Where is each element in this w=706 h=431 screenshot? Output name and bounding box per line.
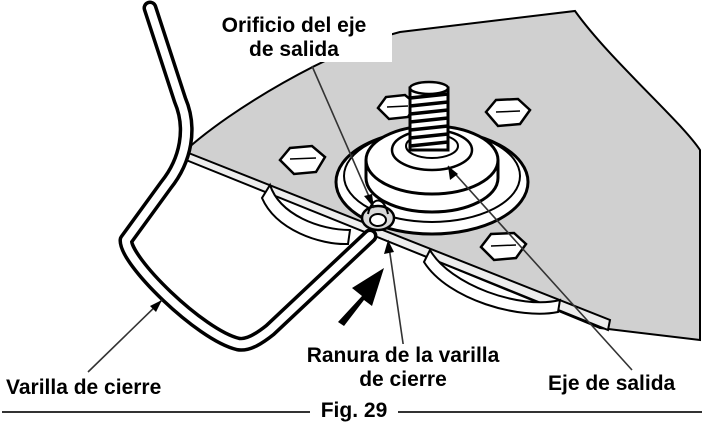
label-orificio-line2: de salida — [249, 38, 339, 61]
label-varilla-cierre: Varilla de cierre — [6, 376, 162, 399]
plate-underside — [260, 182, 352, 246]
leader-orificio — [311, 65, 375, 209]
label-ranura-line2: de cierre — [359, 368, 447, 391]
label-orificio-eje-salida: Orificio del eje de salida — [196, 14, 392, 62]
figure-caption: Fig. 29 — [0, 398, 706, 426]
direction-arrow — [338, 268, 384, 326]
leader-varilla-arrowhead — [150, 300, 162, 312]
label-eje-salida: Eje de salida — [548, 372, 676, 395]
leader-ranura-arrowhead — [384, 240, 394, 254]
leader-orificio-arrowhead — [364, 194, 374, 208]
shaft-hole-notch — [360, 199, 396, 232]
leader-ranura — [387, 239, 405, 351]
leader-eje-arrowhead — [448, 166, 458, 180]
output-shaft — [408, 80, 450, 152]
leader-eje — [447, 165, 633, 371]
caption-rule-left — [2, 411, 310, 413]
label-orificio-line1: Orificio del eje — [221, 14, 367, 37]
plate-underside-right — [422, 247, 562, 315]
label-ranura-varilla: Ranura de la varilla de cierre — [278, 344, 528, 392]
leader-varilla — [87, 299, 163, 373]
locking-rod — [122, 4, 374, 349]
caption-rule-right — [398, 411, 702, 413]
label-ranura-line1: Ranura de la varilla — [306, 344, 500, 367]
caption-text: Fig. 29 — [320, 399, 388, 422]
hex-bolt-left — [278, 144, 327, 176]
hex-bolt-right-top — [484, 97, 532, 128]
